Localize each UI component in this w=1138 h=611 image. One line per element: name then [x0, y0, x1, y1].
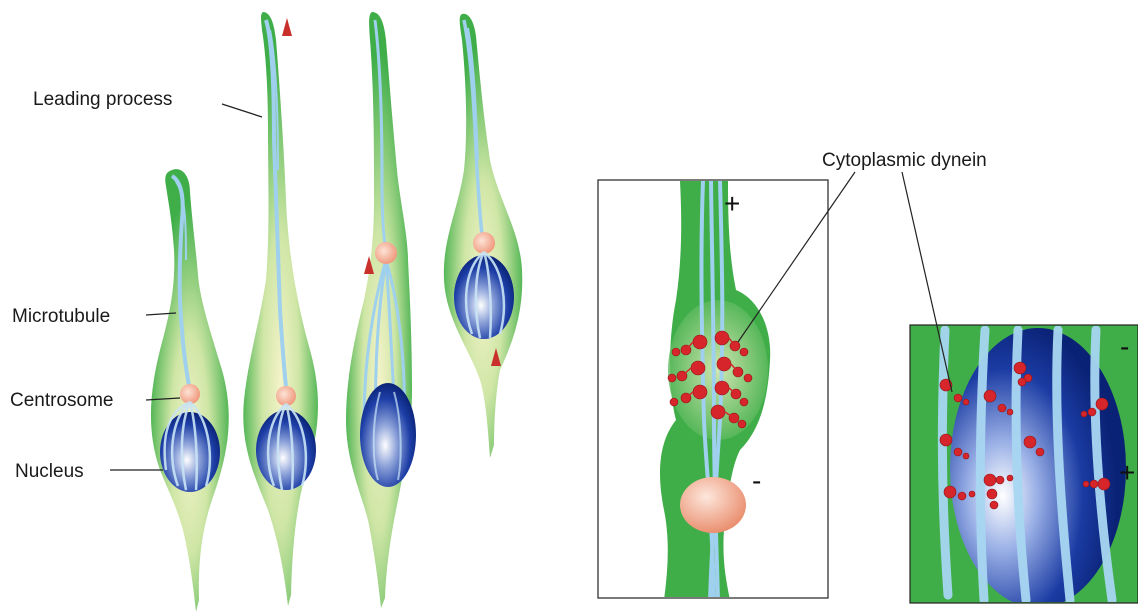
centrosome-label: Centrosome: [10, 390, 114, 411]
zoom-centrosome: [680, 477, 746, 533]
cell-3: [346, 12, 416, 608]
cell-3-centrosome: [375, 242, 397, 264]
cytoplasmic-dynein-label: Cytoplasmic dynein: [822, 150, 987, 171]
microtubule-label: Microtubule: [12, 306, 110, 327]
zoom-minus-end-sign: -: [752, 465, 761, 496]
cell-4: [444, 14, 522, 458]
nucleus-label: Nucleus: [15, 461, 84, 482]
nucleus-panel-plus-sign: +: [1119, 457, 1135, 488]
cell-2-centrosome: [276, 386, 296, 406]
cell-4-centrosome: [473, 232, 495, 254]
nucleus-zoom-panel: [910, 325, 1138, 608]
leading-process-label: Leading process: [33, 89, 172, 110]
cell-2: [243, 12, 318, 606]
leading-process-zoom-panel: [598, 180, 828, 600]
nucleus-panel-minus-sign: -: [1120, 331, 1129, 362]
leading-process-pointer: [222, 104, 262, 117]
cell-1: [151, 169, 229, 611]
zoom-plus-end-sign: +: [724, 188, 740, 219]
cell-2-nucleus: [256, 410, 316, 490]
cell-4-nucleus: [454, 255, 514, 339]
cell-1-centrosome: [180, 384, 200, 404]
